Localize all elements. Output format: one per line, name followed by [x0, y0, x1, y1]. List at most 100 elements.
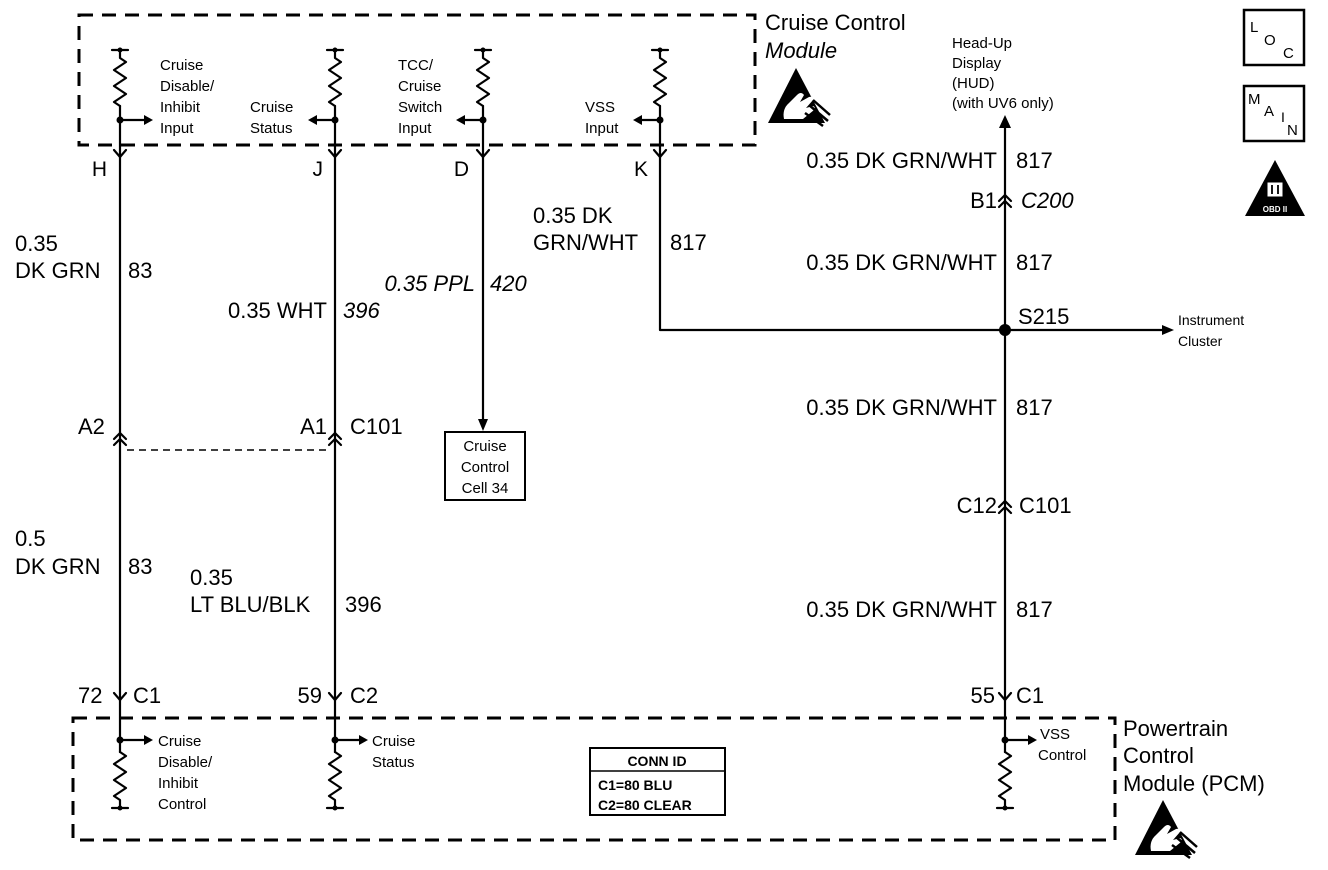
wire-circuit-817-main: 0.35 DK GRN/WHT 817 0.35 DK GRN/WHT 817 … — [806, 115, 1053, 754]
destination-label: Display — [952, 55, 1002, 72]
wire-label: 0.35 DK GRN/WHT — [806, 395, 997, 420]
pcm-label: Disable/ — [158, 754, 213, 771]
arrow-right-icon — [1028, 735, 1037, 745]
destination-label: Cluster — [1178, 333, 1223, 349]
obd-inner-marks — [1271, 185, 1279, 194]
conn-id-table: CONN ID C1=80 BLU C2=80 CLEAR — [589, 747, 726, 816]
pcm-title: Control — [1123, 743, 1194, 768]
module-label: Input — [398, 120, 432, 137]
connector-symbol — [997, 193, 1013, 209]
reference-label: Cell 34 — [462, 480, 509, 497]
cruise-control-cell-reference: Cruise Control Cell 34 — [444, 431, 526, 501]
connector-pin-label: B1 — [970, 188, 997, 213]
module-label: Inhibit — [160, 99, 201, 116]
module-circuit-tcc: TCC/ Cruise Switch Input D — [398, 47, 493, 181]
connector-symbol — [997, 499, 1013, 515]
connector-c101-right: C12 C101 — [957, 493, 1072, 518]
wire-color: DK GRN — [15, 258, 101, 283]
destination-label: Head-Up — [952, 35, 1012, 52]
loc-box — [1242, 8, 1306, 67]
module-label: Input — [585, 120, 619, 137]
main-letter: I — [1281, 109, 1285, 125]
wire-circuit-number: 817 — [1016, 597, 1053, 622]
connector-name: C2 — [350, 683, 378, 708]
loc-letter: O — [1264, 32, 1276, 49]
main-letter: A — [1264, 103, 1274, 120]
connector-symbol — [112, 431, 128, 447]
main-letter: M — [1248, 91, 1261, 108]
destination-label: (HUD) — [952, 75, 995, 92]
module-label: Cruise — [160, 57, 203, 74]
main-letter: N — [1287, 122, 1298, 139]
connector-pin-label: 55 — [971, 683, 995, 708]
arrow-right-icon — [1162, 325, 1174, 335]
pcm-label: Status — [372, 754, 415, 771]
loc-letter: L — [1250, 19, 1258, 36]
arrow-left-icon — [456, 115, 465, 125]
esd-warning-icon — [1135, 800, 1198, 860]
pcm-label: Inhibit — [158, 775, 199, 792]
resistor-symbol — [325, 750, 345, 810]
resistor-symbol — [110, 750, 130, 810]
obd-label: OBD II — [1263, 205, 1287, 214]
loc-symbol-icon: L O C — [1242, 8, 1306, 67]
wire-color: LT BLU/BLK — [190, 592, 311, 617]
reference-dot — [1002, 805, 1008, 811]
module-label: Input — [160, 120, 194, 137]
pcm-circuit-status: Cruise Status — [325, 733, 415, 811]
wire-color: DK GRN — [15, 554, 101, 579]
reference-label: Control — [461, 459, 509, 476]
module-label: Status — [250, 120, 293, 137]
cruise-module-boundary — [77, 13, 757, 147]
connector-name: C101 — [1019, 493, 1072, 518]
resistor-symbol — [110, 48, 130, 108]
pcm-label: Cruise — [158, 733, 201, 750]
connector-name: C200 — [1021, 188, 1074, 213]
wire-circuit-420: 0.35 PPL 420 — [384, 104, 527, 431]
connector-pcm-pins: 72 C1 59 C2 55 C1 — [78, 683, 1044, 708]
wire-circuit-83: 0.35 DK GRN 83 0.5 DK GRN 83 — [15, 104, 152, 754]
arrow-left-icon — [308, 115, 317, 125]
module-pin-label: D — [454, 158, 469, 181]
connector-symbol — [327, 691, 343, 702]
esd-hand-lines — [804, 99, 831, 128]
cruise-module-title: Cruise Control — [765, 10, 906, 35]
wire-label: 0.35 DK GRN/WHT — [806, 250, 997, 275]
module-label: Cruise — [398, 78, 441, 95]
pcm-label: VSS — [1040, 726, 1070, 743]
module-label: Cruise — [250, 99, 293, 116]
pcm-title: Powertrain — [1123, 716, 1228, 741]
wire-circuit-number: 83 — [128, 258, 152, 283]
loc-letter: C — [1283, 45, 1294, 62]
connector-symbol — [112, 691, 128, 702]
arrow-left-icon — [633, 115, 642, 125]
wire-label: GRN/WHT — [533, 230, 638, 255]
wire-circuit-number: 817 — [670, 230, 707, 255]
wire-circuit-number: 396 — [343, 298, 380, 323]
module-pin-label: K — [634, 158, 648, 181]
resistor-symbol — [325, 48, 345, 108]
conn-id-box — [589, 747, 726, 816]
wire-circuit-number: 83 — [128, 554, 152, 579]
reference-label: Cruise — [463, 438, 506, 455]
wire-circuit-817-module: 0.35 DK GRN/WHT 817 — [533, 104, 1007, 332]
module-circuit-disable: Cruise Disable/ Inhibit Input H — [92, 47, 215, 181]
resistor-symbol — [995, 750, 1015, 810]
module-label: VSS — [585, 99, 615, 116]
obd-inner-box — [1266, 181, 1284, 198]
main-symbol-icon: M A I N — [1242, 84, 1306, 143]
wire-label: 0.35 DK GRN/WHT — [806, 597, 997, 622]
module-label: Disable/ — [160, 78, 215, 95]
esd-hand — [1150, 825, 1182, 851]
wire-label: 0.35 DK — [533, 203, 613, 228]
splice-dot — [999, 324, 1011, 336]
conn-id-row: C2=80 CLEAR — [598, 797, 692, 813]
wire-gauge: 0.35 — [15, 231, 58, 256]
module-label: Switch — [398, 99, 442, 116]
connector-symbol — [997, 691, 1013, 702]
reference-dot — [117, 805, 123, 811]
cruise-module-subtitle: Module — [765, 38, 837, 63]
wire-circuit-number: 420 — [490, 271, 527, 296]
